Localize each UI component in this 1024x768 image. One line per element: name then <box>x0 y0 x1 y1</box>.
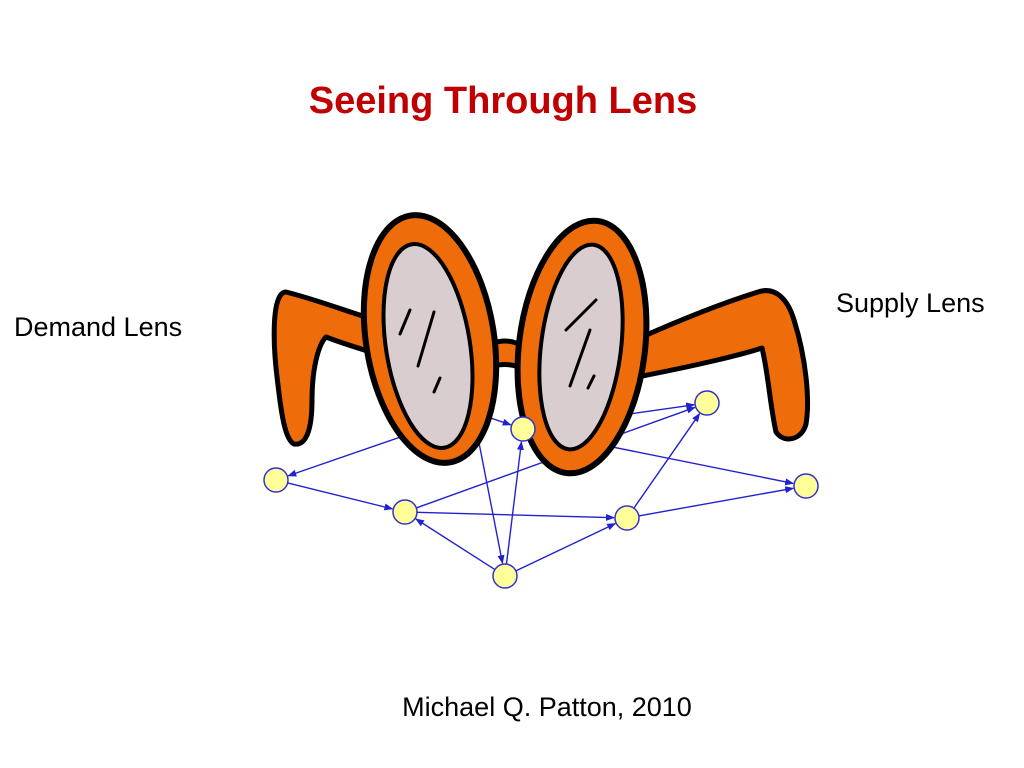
right-lens <box>537 242 625 452</box>
network-edge <box>515 522 617 572</box>
slide-title: Seeing Through Lens <box>308 80 698 122</box>
network-edge <box>415 518 496 571</box>
network-node <box>492 563 518 589</box>
network-nodes <box>263 390 819 589</box>
left-glare <box>398 308 442 394</box>
right-glare <box>564 298 598 390</box>
network-edge <box>638 486 795 517</box>
network-edge <box>633 412 701 509</box>
left-temple <box>271 289 387 447</box>
network-edge <box>505 440 524 565</box>
network-edge <box>287 482 394 511</box>
credit-line: Michael Q. Patton, 2010 <box>402 692 692 722</box>
network-node <box>263 467 289 493</box>
network-edges <box>287 402 795 572</box>
left-lens <box>381 242 475 450</box>
network-edge <box>416 511 616 521</box>
network-node <box>694 390 720 416</box>
network-node <box>614 505 640 531</box>
network-node <box>510 416 536 442</box>
network-node <box>793 473 819 499</box>
demand-lens-label: Demand Lens <box>14 312 183 342</box>
network-node <box>392 499 418 525</box>
supply-lens-label: Supply Lens <box>836 288 985 318</box>
right-temple <box>621 288 810 442</box>
eyeglasses-icon <box>271 212 810 477</box>
